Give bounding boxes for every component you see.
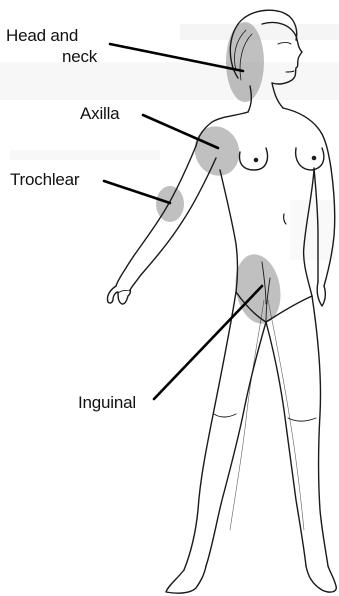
left-hand xyxy=(317,282,325,306)
left-leg-inner xyxy=(266,322,306,566)
label-head-and-neck: Head and xyxy=(6,26,78,45)
left-foot xyxy=(306,566,336,592)
right-foot xyxy=(166,566,206,593)
right-hand xyxy=(107,286,130,304)
axilla-node-region xyxy=(188,120,246,182)
right-arm-outer xyxy=(116,146,196,286)
right-leg-outer xyxy=(184,292,236,570)
left-breast xyxy=(296,148,324,170)
torso-right-side xyxy=(220,170,238,292)
inguinal-leader-line xyxy=(154,286,262,399)
navel xyxy=(284,214,286,224)
label-axilla: Axilla xyxy=(80,104,119,123)
label-head-and-neck-line2: neck xyxy=(62,47,97,66)
right-leg-inner xyxy=(206,322,266,566)
left-leg-outer xyxy=(312,296,328,566)
bleed-through-background xyxy=(0,24,339,260)
label-trochlear: Trochlear xyxy=(10,170,79,189)
right-breast xyxy=(240,148,268,170)
label-inguinal: Inguinal xyxy=(78,393,136,412)
right-arm-inner xyxy=(130,158,216,290)
